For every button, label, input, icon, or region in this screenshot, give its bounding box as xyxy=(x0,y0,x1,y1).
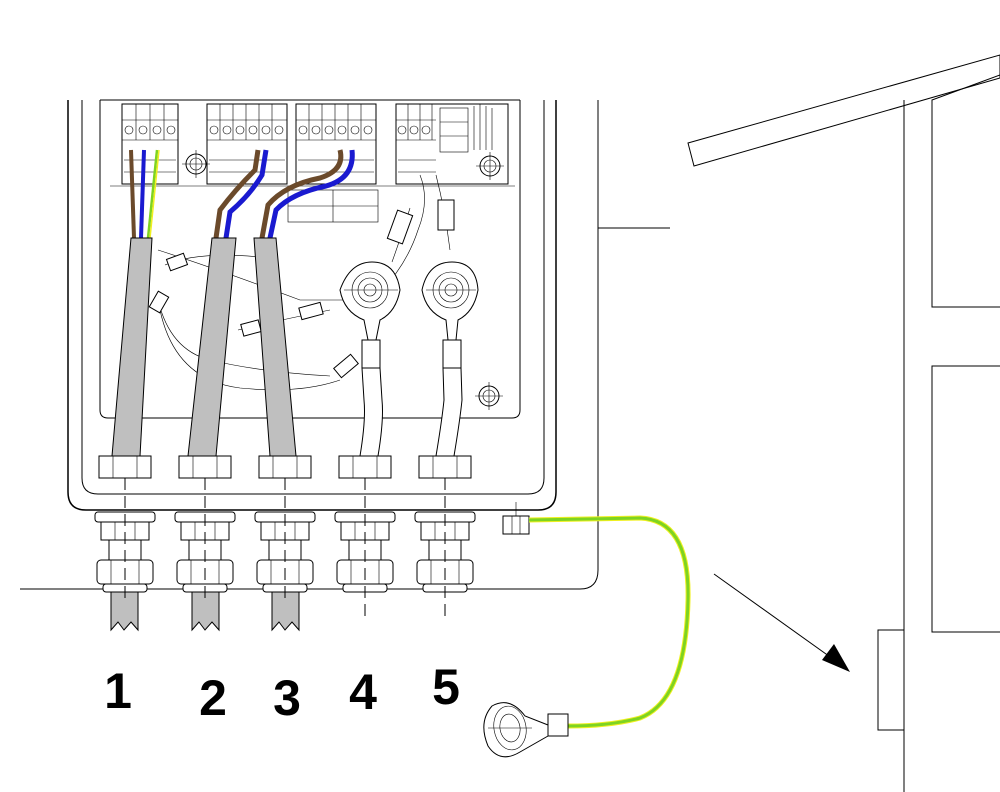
entry-number-5: 5 xyxy=(432,659,460,715)
direction-arrow xyxy=(713,573,850,672)
conductors-entry-3 xyxy=(259,149,355,239)
earth-stud-4 xyxy=(339,261,401,457)
mounting-structure xyxy=(20,54,1000,792)
cable-sheath-2 xyxy=(187,237,237,457)
conductors-entry-1 xyxy=(129,149,160,239)
gland-1-lock-nut xyxy=(98,455,152,479)
cable-sheath-3 xyxy=(253,237,297,457)
internal-drain-wires xyxy=(148,174,455,391)
mounting-screw-left xyxy=(182,150,210,178)
entry-number-2: 2 xyxy=(199,670,227,726)
earth-bond-wire xyxy=(483,502,691,758)
cable-stub-1 xyxy=(110,591,139,632)
earth-stud-5 xyxy=(421,261,479,457)
entry-number-3: 3 xyxy=(273,670,301,726)
cable-sheath-1 xyxy=(111,237,153,457)
conductors-entry-2 xyxy=(213,149,269,239)
enclosure-box xyxy=(67,99,557,511)
gland-3-lock-nut xyxy=(258,455,312,479)
centre-lines xyxy=(124,478,446,622)
gland-4-lock-nut xyxy=(338,455,392,479)
entry-number-4: 4 xyxy=(349,664,377,720)
cable-stub-3 xyxy=(271,591,300,632)
mounting-screw-right-bottom xyxy=(475,382,503,410)
mounting-screw-right-top xyxy=(476,152,504,180)
terminal-block-2 xyxy=(206,103,288,185)
cable-stub-2 xyxy=(191,591,220,632)
gland-5-lock-nut xyxy=(418,455,472,479)
entry-number-1: 1 xyxy=(104,663,132,719)
cable-glands xyxy=(94,455,476,593)
gland-2-lock-nut xyxy=(178,455,232,479)
